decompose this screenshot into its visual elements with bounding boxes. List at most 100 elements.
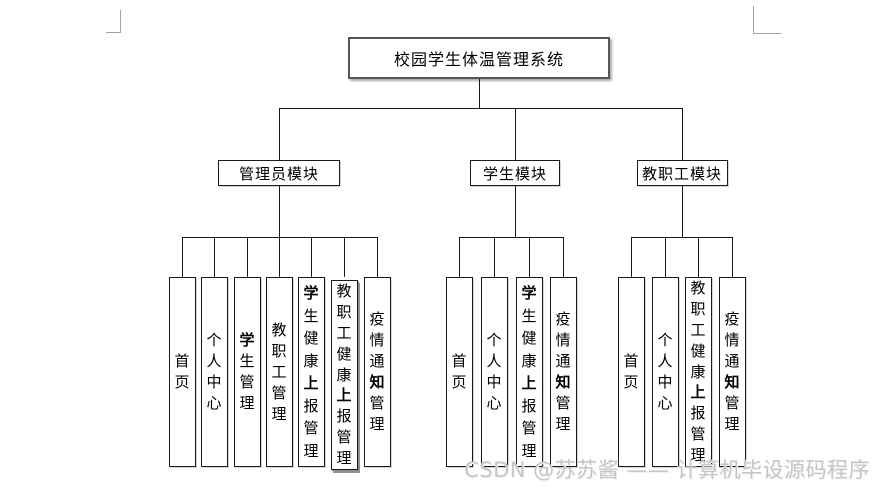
leaf-box-staff-0: 首页 bbox=[617, 277, 645, 467]
leaf-char: 学 bbox=[521, 284, 537, 302]
leaf-char: 首 bbox=[451, 352, 467, 370]
leaf-char: 人 bbox=[206, 352, 222, 370]
leaf-box-admin-1: 个人中心 bbox=[200, 277, 228, 467]
leaf-char: 页 bbox=[623, 373, 639, 391]
leaf-char: 康 bbox=[521, 351, 537, 370]
leaf-char: 健 bbox=[690, 341, 706, 360]
leaf-char: 中 bbox=[206, 373, 222, 391]
leaf-char: 教 bbox=[336, 282, 352, 301]
leaf-char: 教 bbox=[271, 320, 287, 339]
leaf-char: 页 bbox=[174, 373, 190, 391]
leaf-drop-line bbox=[182, 237, 183, 277]
leaf-char: 知 bbox=[369, 373, 385, 391]
diagram-title: 校园学生体温管理系统 bbox=[393, 50, 564, 69]
leaf-char: 心 bbox=[206, 394, 222, 412]
leaf-char: 个 bbox=[206, 331, 222, 349]
leaf-drop-line bbox=[665, 237, 666, 277]
leaf-char: 工 bbox=[690, 321, 706, 339]
leaf-char: 职 bbox=[690, 300, 706, 319]
leaf-char: 健 bbox=[303, 329, 319, 347]
leaf-bus-line bbox=[459, 237, 564, 238]
leaf-char: 通 bbox=[555, 352, 571, 370]
leaf-char: 健 bbox=[521, 329, 537, 347]
leaf-char: 管 bbox=[271, 383, 287, 402]
leaf-char: 心 bbox=[657, 394, 673, 412]
leaf-char: 理 bbox=[369, 415, 385, 433]
leaf-char: 管 bbox=[521, 419, 537, 437]
leaf-char: 知 bbox=[555, 373, 571, 391]
leaf-box-admin-0: 首页 bbox=[168, 277, 196, 467]
leaf-char: 理 bbox=[271, 404, 287, 423]
leaf-char: 理 bbox=[690, 445, 706, 464]
leaf-char: 理 bbox=[724, 415, 740, 433]
leaf-char: 管 bbox=[690, 424, 706, 443]
module-box-admin: 管理员模块 bbox=[218, 160, 340, 186]
leaf-char: 人 bbox=[486, 352, 502, 370]
leaf-char: 疫 bbox=[555, 310, 571, 328]
leaf-char: 康 bbox=[336, 365, 352, 384]
leaf-drop-line bbox=[247, 237, 248, 277]
leaf-drop-line bbox=[732, 237, 733, 277]
leaf-box-admin-5: 教职工健康上报管理 bbox=[330, 280, 358, 470]
title-box: 校园学生体温管理系统 bbox=[348, 37, 610, 79]
leaf-char: 个 bbox=[657, 331, 673, 349]
leaf-drop-line bbox=[631, 237, 632, 277]
module-stem-line bbox=[279, 186, 280, 237]
leaf-drop-line bbox=[494, 237, 495, 277]
leaf-char: 学 bbox=[303, 284, 319, 302]
text-boundary-mark-top-left bbox=[106, 10, 121, 33]
leaf-char: 报 bbox=[303, 396, 319, 415]
module-drop-line bbox=[682, 108, 683, 160]
leaf-drop-line bbox=[279, 237, 280, 277]
leaf-char: 职 bbox=[271, 341, 287, 360]
leaf-box-staff-2: 教职工健康上报管理 bbox=[684, 277, 712, 467]
leaf-char: 首 bbox=[174, 352, 190, 370]
leaf-char: 管 bbox=[239, 373, 255, 391]
leaf-char: 上 bbox=[336, 386, 352, 405]
leaf-drop-line bbox=[344, 237, 345, 277]
csdn-watermark: CSDN @苏苏酱 —— 计算机毕设源码程序 bbox=[464, 458, 870, 482]
leaf-char: 报 bbox=[521, 396, 537, 415]
leaf-char: 工 bbox=[336, 324, 352, 342]
leaf-char: 疫 bbox=[369, 310, 385, 328]
module-bus-line bbox=[279, 108, 683, 109]
leaf-box-student-0: 首页 bbox=[445, 277, 473, 467]
leaf-char: 上 bbox=[303, 374, 319, 392]
leaf-bus-line bbox=[182, 237, 378, 238]
module-label-staff: 教职工模块 bbox=[641, 164, 722, 183]
leaf-char: 情 bbox=[369, 331, 385, 349]
leaf-char: 疫 bbox=[724, 310, 740, 328]
module-label-admin: 管理员模块 bbox=[238, 164, 319, 183]
leaf-char: 理 bbox=[521, 441, 537, 460]
leaf-char: 报 bbox=[336, 407, 352, 426]
leaf-char: 理 bbox=[303, 441, 319, 460]
leaf-drop-line bbox=[459, 237, 460, 277]
leaf-drop-line bbox=[311, 237, 312, 277]
leaf-char: 情 bbox=[724, 331, 740, 349]
text-boundary-mark-top-right bbox=[753, 6, 781, 34]
leaf-char: 中 bbox=[657, 373, 673, 391]
leaf-char: 生 bbox=[521, 306, 537, 325]
leaf-box-student-3: 疫情通知管理 bbox=[549, 277, 577, 467]
leaf-char: 教 bbox=[690, 279, 706, 298]
module-stem-line bbox=[682, 186, 683, 237]
leaf-box-student-1: 个人中心 bbox=[480, 277, 508, 467]
leaf-char: 管 bbox=[336, 427, 352, 446]
leaf-char: 情 bbox=[555, 331, 571, 349]
leaf-box-student-2: 学生健康上报管理 bbox=[515, 277, 543, 467]
module-box-student: 学生模块 bbox=[470, 160, 560, 186]
leaf-drop-line bbox=[698, 237, 699, 277]
leaf-char: 健 bbox=[336, 344, 352, 363]
module-box-staff: 教职工模块 bbox=[636, 160, 728, 186]
leaf-char: 心 bbox=[486, 394, 502, 412]
leaf-char: 工 bbox=[271, 362, 287, 381]
leaf-box-admin-3: 教职工管理 bbox=[265, 277, 293, 467]
leaf-char: 知 bbox=[724, 373, 740, 391]
title-drop-line bbox=[479, 79, 480, 108]
leaf-char: 中 bbox=[486, 373, 502, 391]
leaf-char: 管 bbox=[303, 419, 319, 437]
leaf-char: 个 bbox=[486, 331, 502, 349]
module-drop-line bbox=[515, 108, 516, 160]
module-label-student: 学生模块 bbox=[482, 164, 547, 183]
